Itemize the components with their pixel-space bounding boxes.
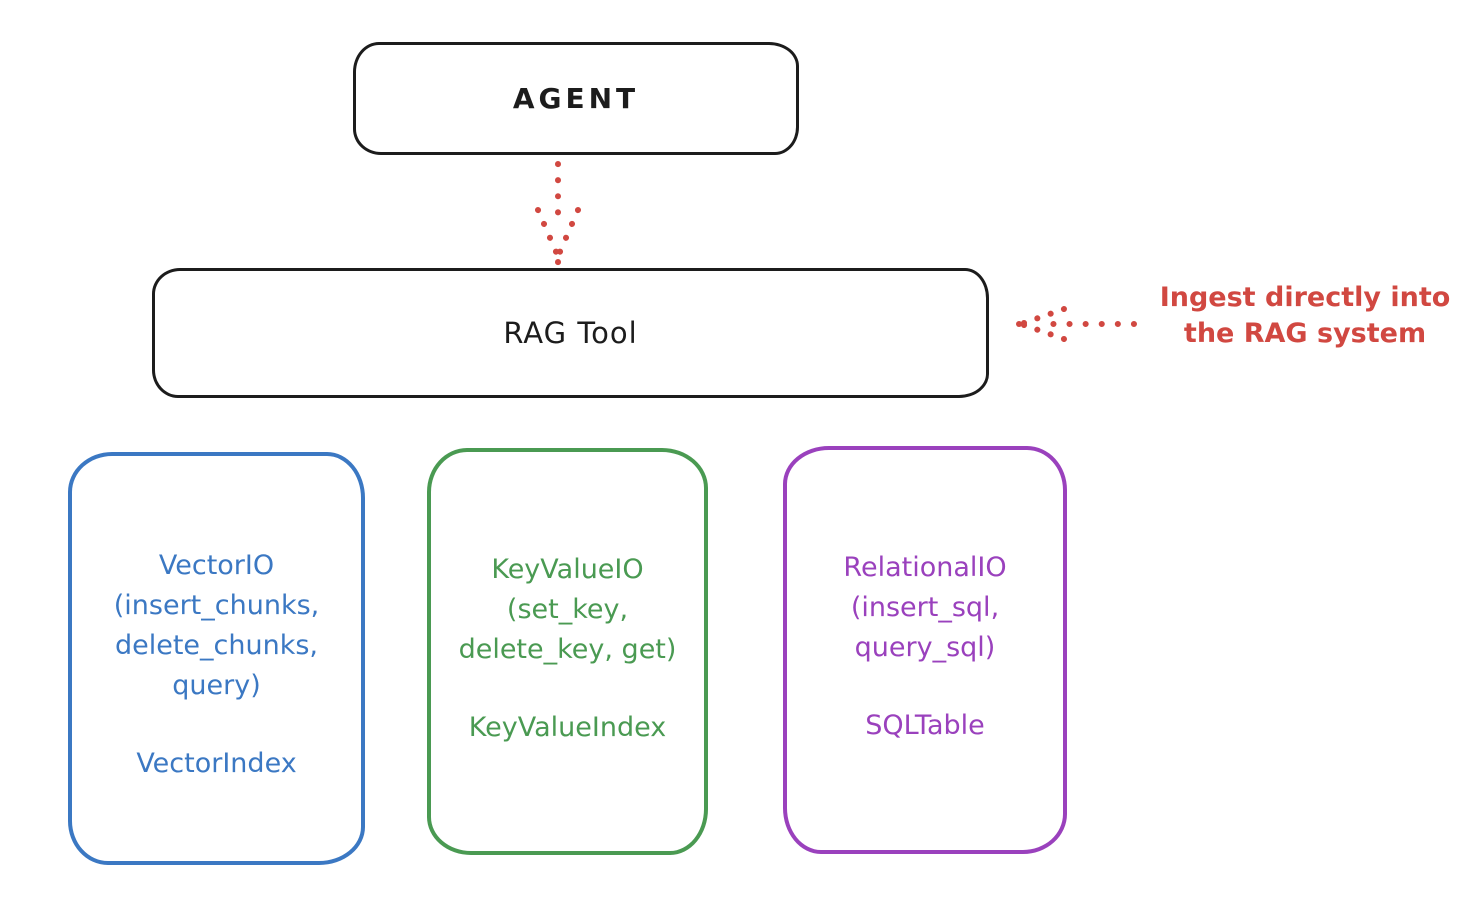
backend-keyvalue-io: KeyValueIO (set_key, delete_key, get) Ke…: [427, 448, 708, 855]
rag-tool-node: RAG Tool: [152, 268, 989, 398]
sql-table-label: SQLTable: [865, 710, 985, 741]
rag-tool-label: RAG Tool: [503, 316, 638, 350]
dotted-arrow-left-icon: [1016, 306, 1137, 342]
keyvalue-index-label: KeyValueIndex: [468, 712, 667, 743]
backend-vector-io: VectorIO (insert_chunks, delete_chunks, …: [68, 452, 365, 865]
relational-io-api-label: RelationalIO (insert_sql, query_sql): [843, 552, 1007, 663]
keyvalue-io-api-label: KeyValueIO (set_key, delete_key, get): [458, 554, 677, 665]
ingest-annotation: Ingest directly into the RAG system: [1159, 282, 1451, 349]
vector-io-api-label: VectorIO (insert_chunks, delete_chunks, …: [113, 550, 320, 701]
agent-node: AGENT: [353, 42, 799, 155]
vector-index-label: VectorIndex: [136, 748, 297, 779]
backend-relational-io: RelationalIO (insert_sql, query_sql) SQL…: [783, 446, 1067, 854]
dotted-arrow-down-icon: [535, 161, 581, 266]
agent-label: AGENT: [512, 82, 640, 115]
